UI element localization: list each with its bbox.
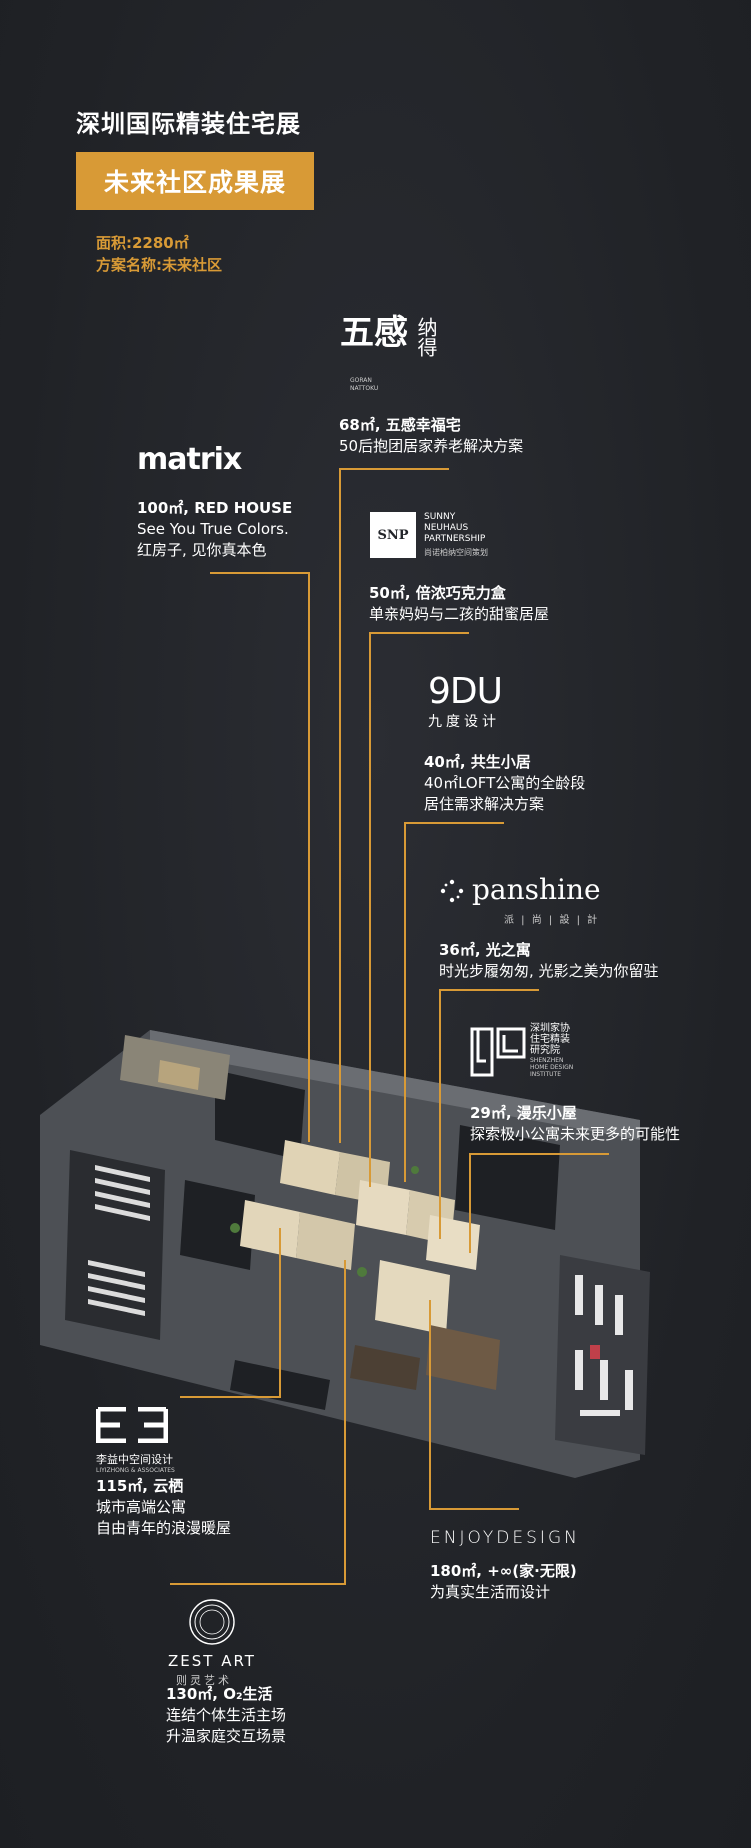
right-furniture (575, 1275, 633, 1416)
liyizhong-logo: 李益中空间设计 LIYIZHONG & ASSOCIATES (95, 1406, 175, 1474)
leader-line (344, 1260, 346, 1585)
leader-line (469, 1153, 471, 1253)
liyizhong-mark-icon (95, 1406, 169, 1444)
scheme-name-text: 方案名称:未来社区 (96, 256, 222, 274)
sunny-neuhaus-logo: SNP SUNNY NEUHAUS PARTNERSHIP 尚诺柏纳空间策划 (370, 512, 570, 562)
unit-caption-130: 130㎡, O₂生活 连结个体生活主场 升温家庭交互场景 (166, 1685, 287, 1745)
unit-caption-29: 29㎡, 漫乐小屋 探索极小公寓未来更多的可能性 (470, 1104, 681, 1143)
unit-caption-40: 40㎡, 共生小居 40㎡LOFT公寓的全龄段 居住需求解决方案 (424, 753, 586, 813)
leader-line (339, 468, 449, 470)
leader-line (339, 468, 341, 1143)
unit-caption-50: 50㎡, 倍浓巧克力盒 单亲妈妈与二孩的甜蜜居屋 (369, 584, 550, 623)
enjoydesign-logo: ENJOYDESIGN (430, 1528, 580, 1548)
leader-line (439, 989, 441, 1239)
area-text: 面积:2280㎡ (96, 234, 189, 252)
page-title: 深圳国际精装住宅展 (76, 110, 301, 138)
leader-line (369, 632, 469, 634)
wugan-logo: 五感 纳得 GORAN NATTOKU (340, 313, 438, 392)
institute-mark-icon (470, 1027, 526, 1077)
leader-line (404, 822, 504, 824)
leader-line (429, 1508, 519, 1510)
unit-blocks (240, 1140, 500, 1390)
dots-icon (440, 879, 464, 903)
leader-line (308, 572, 310, 1142)
leader-line (369, 632, 371, 1187)
snp-mark: SNP (370, 512, 416, 558)
leader-line (469, 1153, 609, 1155)
leader-line (180, 1396, 281, 1398)
matrix-logo: matrix (137, 442, 242, 477)
subtitle-badge: 未来社区成果展 (76, 152, 314, 210)
plants (230, 1166, 419, 1277)
leader-line (404, 822, 406, 1182)
zest-circle-icon (189, 1599, 235, 1645)
left-stripe-area (88, 1165, 150, 1316)
unit-caption-100: 100㎡, RED HOUSE See You True Colors. 红房子… (137, 499, 293, 559)
shenzhen-institute-logo: 深圳家协 住宅精装 研究院 SHENZHEN HOME DESIGN INSTI… (470, 1023, 610, 1081)
leader-line (210, 572, 310, 574)
jiudu-logo: 9DU 九度设计 (428, 671, 503, 731)
unit-caption-180: 180㎡, +∞(家·无限) 为真实生活而设计 (430, 1562, 577, 1601)
unit-caption-36: 36㎡, 光之寓 时光步履匆匆, 光影之美为你留驻 (439, 941, 659, 980)
leader-line (439, 989, 539, 991)
leader-line (429, 1300, 431, 1510)
unit-caption-68: 68㎡, 五感幸福宅 50后抱团居家养老解决方案 (339, 416, 524, 455)
floor-plan-base (40, 1030, 650, 1478)
leader-line (170, 1583, 346, 1585)
leader-line (279, 1228, 281, 1398)
unit-caption-115: 115㎡, 云栖 城市高端公寓 自由青年的浪漫暖屋 (96, 1477, 232, 1537)
